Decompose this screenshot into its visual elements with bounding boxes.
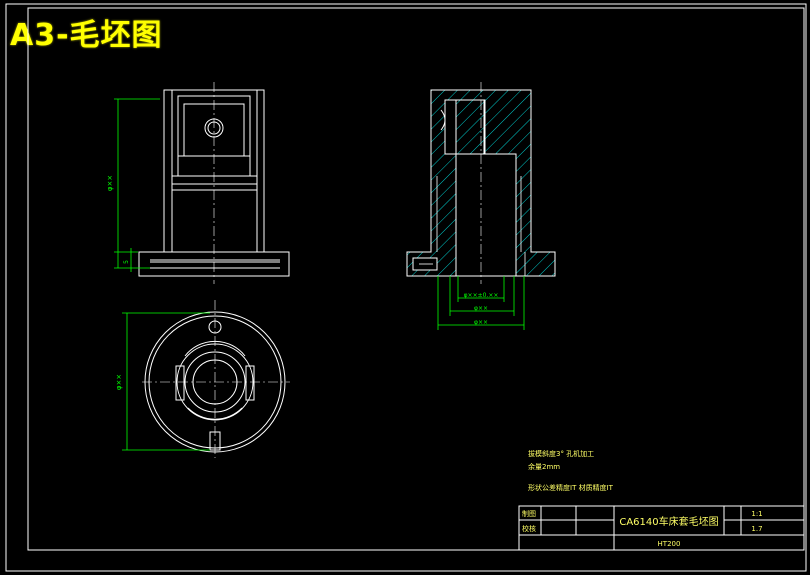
note-line-1: 拔模斜度3° 孔机加工 xyxy=(528,449,594,458)
top-centerlines xyxy=(142,300,290,458)
note-line-2: 余量2mm xyxy=(528,462,560,471)
drawing-badge: A3-毛坯图 xyxy=(10,18,163,53)
inner-frame xyxy=(27,7,805,551)
front-height-dim: φ×× xyxy=(106,175,114,191)
section-view xyxy=(406,89,556,277)
title-block xyxy=(518,505,805,551)
drawing-title: CA6140车床套毛坯图 xyxy=(619,515,718,528)
section-dim-2: φ×× xyxy=(474,305,488,312)
top-dia-dim: φ×× xyxy=(115,374,123,390)
title-scale: 1:1 xyxy=(751,510,762,518)
title-material: HT200 xyxy=(658,540,681,548)
front-dimensions xyxy=(114,98,160,272)
note-line-3: 形状公差精度IT 材质精度IT xyxy=(528,483,614,492)
section-dim-1: φ××±0.×× xyxy=(464,292,499,299)
section-dim-3: φ×× xyxy=(474,319,488,326)
title-label-draw: 制图 xyxy=(522,509,536,518)
top-dimensions xyxy=(122,312,210,451)
section-dimensions xyxy=(437,276,525,330)
front-base-dim: 5 xyxy=(123,260,130,264)
outer-frame xyxy=(5,3,807,572)
title-label-check: 校核 xyxy=(522,524,536,533)
title-sheet: 1.7 xyxy=(751,525,762,533)
